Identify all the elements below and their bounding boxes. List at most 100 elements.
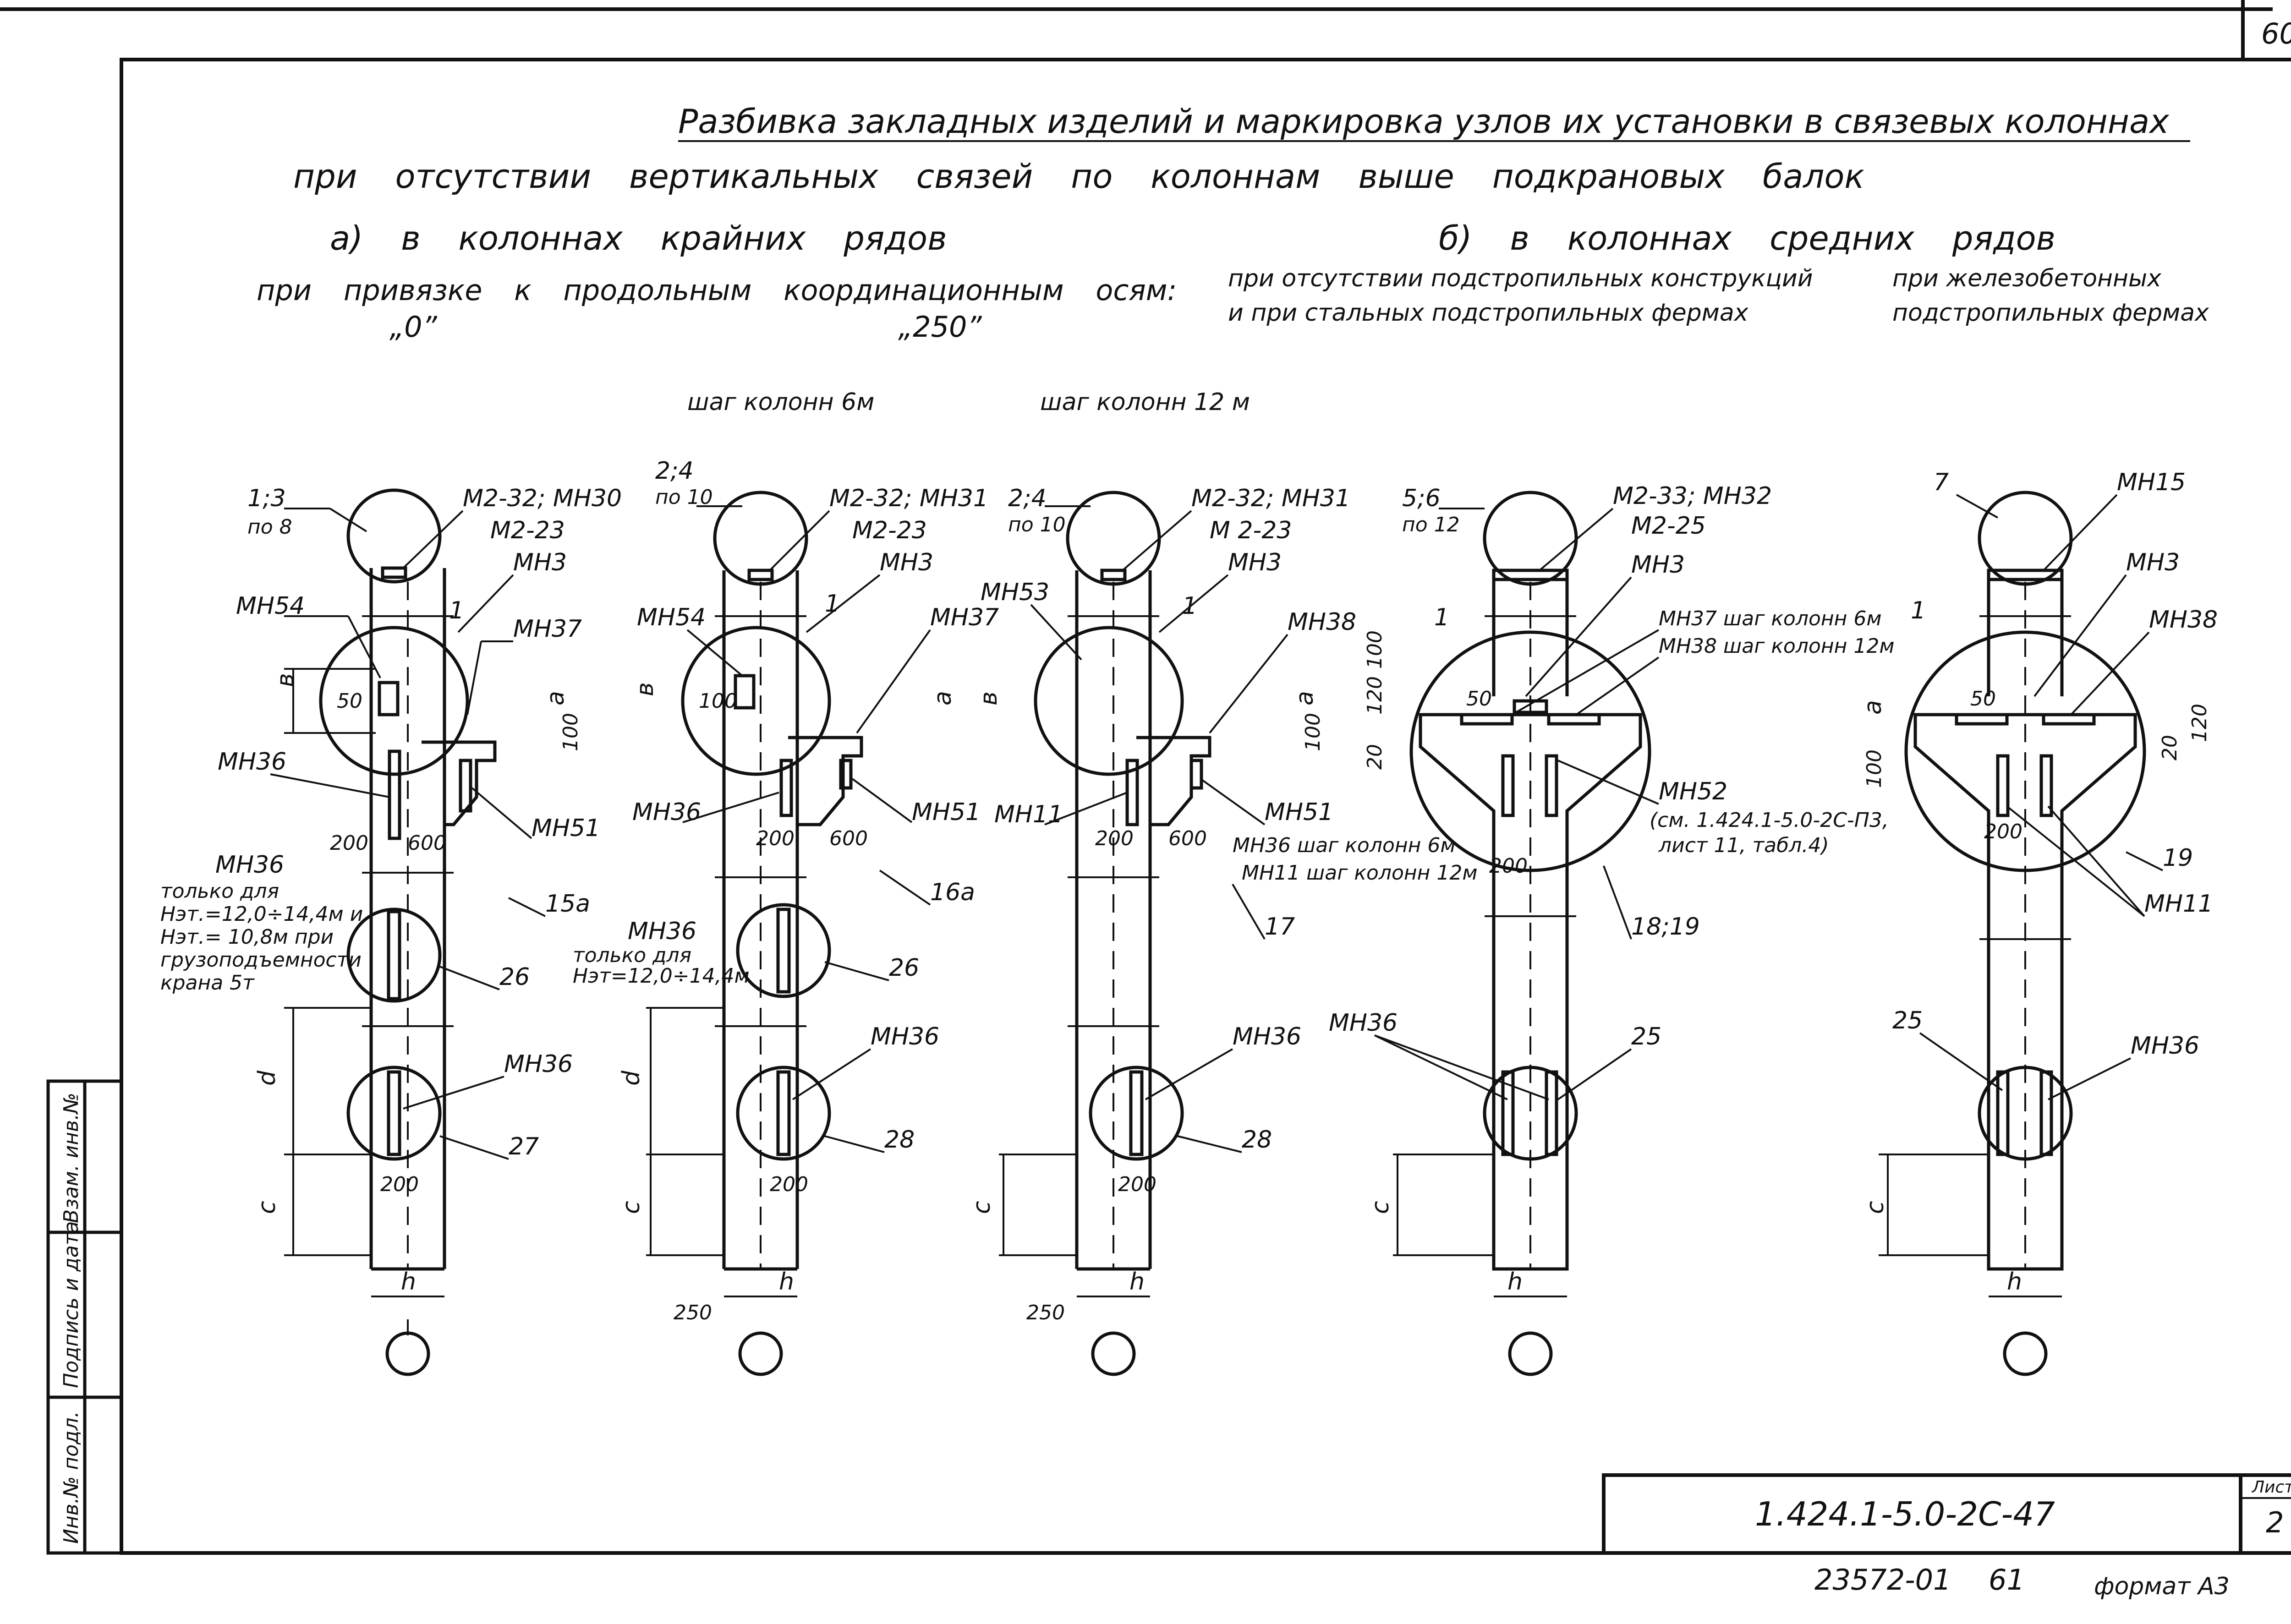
- column-1-mid-note-3: Нэт.=12,0÷14,4м и: [160, 902, 363, 926]
- column-3-diagram: [1034, 491, 1211, 1376]
- column-4-top-item-2: М2-25: [1631, 512, 1706, 540]
- column-5-dim-50: 50: [1970, 687, 1996, 711]
- column-4-section-mark: 1: [1434, 604, 1449, 631]
- column-4-note-top-2: МН38 шаг колонн 12м: [1659, 634, 1895, 658]
- column-1-dim-d: d: [253, 1070, 281, 1086]
- column-3-dim-c: с: [968, 1201, 996, 1214]
- column-3-leaders: [999, 505, 1288, 1256]
- column-4-dim-20: 20: [1363, 744, 1387, 770]
- column-1-node-low: 27: [509, 1133, 539, 1160]
- column-5-dim-c: с: [1862, 1201, 1889, 1214]
- column-1-top-node-circle: [346, 488, 442, 584]
- section-b-heading: б) в колоннах средних рядов: [1439, 219, 2055, 257]
- column-5-section-mark: 1: [1911, 597, 1926, 624]
- column-2-node-main: 16а: [930, 879, 975, 906]
- step-12-label: шаг колонн 12 м: [1040, 388, 1250, 416]
- column-4-dim-c: с: [1367, 1201, 1394, 1214]
- column-4-note-top-1: МН37 шаг колонн 6м: [1659, 607, 1882, 630]
- column-3-right-item: МН38: [1288, 608, 1356, 636]
- column-5-node-main: 19: [2163, 844, 2193, 872]
- column-4-mh52-ref-1: (см. 1.424.1-5.0-2С-П3,: [1650, 809, 1889, 832]
- column-3-node-main: 17: [1265, 913, 1295, 940]
- column-2-dim-600: 600: [829, 827, 868, 850]
- column-1-top-item-1: М2-32; МН30: [463, 485, 622, 512]
- column-2-dim-d: d: [618, 1070, 645, 1086]
- column-3-top-node: 2;4: [1008, 485, 1047, 512]
- column-4-low-item: МН36: [1329, 1009, 1398, 1037]
- column-5-mh11: МН11: [2144, 890, 2213, 918]
- column-3-top-item-2: М 2-23: [1210, 517, 1292, 544]
- column-4-dim-120: 120: [1363, 676, 1387, 715]
- column-5-top-node: 7: [1934, 469, 1949, 496]
- column-3-dim-b: в: [975, 691, 1003, 705]
- column-1-dim-600: 600: [408, 831, 446, 855]
- column-1-main-node-circle: [319, 626, 469, 776]
- stamp-designation: 1.424.1-5.0-2С-47: [1755, 1495, 2055, 1533]
- footer-format: формат А3: [2094, 1573, 2230, 1600]
- column-3-low-item: МН36: [1233, 1023, 1301, 1050]
- column-1-mid-note-4: Нэт.= 10,8м при: [160, 925, 334, 949]
- column-1-lower-right: МН51: [532, 815, 600, 842]
- side-strip-inv: Инв.№ подл.: [60, 1411, 83, 1544]
- column-3-lower-left: МН11: [994, 801, 1063, 828]
- column-1-mid-note-2: только для: [160, 880, 279, 903]
- column-4-dim-50: 50: [1466, 687, 1492, 711]
- column-4-top-node: 5;6: [1402, 485, 1441, 512]
- section-b-note-left-1: при отсутствии подстропильных конструкци…: [1228, 265, 1813, 292]
- column-1-low-node-circle: [346, 1066, 442, 1161]
- column-3-note-right-1: МН36 шаг колонн 6м: [1233, 834, 1456, 857]
- column-1-top-node: 1;3: [247, 485, 286, 512]
- column-5-dim-200: 200: [1984, 820, 2022, 843]
- column-1-mid-note-5: грузоподъемности: [160, 948, 362, 972]
- column-3-top-item-1: М2-32; МН31: [1191, 485, 1350, 512]
- axis-0-label: „0”: [389, 310, 438, 344]
- column-4-leaders: [1374, 508, 1660, 1256]
- column-1-mid-note-1: МН36: [215, 851, 284, 879]
- section-a-binding: при привязке к продольным координационны…: [257, 273, 1177, 307]
- column-5-dim-a: а: [1859, 700, 1887, 715]
- column-3-dim-250: 250: [1026, 1301, 1065, 1324]
- column-2-dim-h: h: [779, 1268, 794, 1296]
- column-1-mid-note-6: крана 5т: [160, 971, 255, 995]
- column-5-diagram: [1904, 491, 2146, 1376]
- column-1-mid-node-circle: [346, 908, 442, 1003]
- column-5-top-item-1: МН15: [2117, 469, 2186, 496]
- title-stamp: [1602, 1473, 2291, 1555]
- footer-page: 61: [1989, 1563, 2025, 1597]
- column-2-top-item-1: М2-32; МН31: [829, 485, 988, 512]
- side-strip: Инв.№ подл. Подпись и дата Взам. инв.№: [46, 1079, 123, 1555]
- column-2-mid-note-2: только для: [573, 944, 691, 967]
- column-3-top-sub: по 10: [1008, 513, 1066, 536]
- column-1-mh3: МН3: [513, 549, 567, 576]
- column-2-top-node: 2;4: [655, 457, 694, 485]
- column-5-right-item: МН38: [2149, 606, 2218, 634]
- column-2-leaders: [646, 505, 931, 1256]
- column-2-dim-100: 100: [699, 689, 737, 713]
- column-2-low-item: МН36: [871, 1023, 939, 1050]
- section-b-note-right-2: подстропильных фермах: [1892, 299, 2209, 327]
- column-3-dim-100: 100: [1301, 713, 1325, 751]
- column-4-dim-100: 100: [1363, 630, 1387, 669]
- column-4-node-low: 25: [1631, 1023, 1661, 1050]
- stamp-sheet-number: 2: [2266, 1506, 2284, 1539]
- side-strip-replace: Взам. инв.№: [60, 1093, 83, 1223]
- column-1-top-item-2: М2-23: [490, 517, 565, 544]
- column-4-diagram: [1409, 491, 1651, 1376]
- side-strip-sign: Подпись и дата: [60, 1221, 83, 1388]
- column-5-leaders: [1879, 494, 2163, 1256]
- column-3-dim-600: 600: [1168, 827, 1207, 850]
- column-1-dim-b: в: [272, 673, 299, 687]
- column-4-dim-200: 200: [1489, 854, 1528, 878]
- column-1-dim-a: а: [542, 691, 570, 705]
- column-3-dim-a: а: [1291, 691, 1319, 705]
- column-5-low-item: МН36: [2131, 1032, 2199, 1060]
- column-2-node-mid: 26: [889, 954, 919, 982]
- column-1-leaders: [270, 508, 546, 1256]
- column-2-dim-a: а: [929, 691, 957, 705]
- section-a-heading: а) в колоннах крайних рядов: [330, 219, 947, 257]
- column-3-node-low: 28: [1242, 1126, 1272, 1154]
- column-1-top-sub: по 8: [247, 515, 292, 539]
- column-2-section-mark: 1: [825, 590, 840, 618]
- column-3-dim-h: h: [1129, 1268, 1145, 1296]
